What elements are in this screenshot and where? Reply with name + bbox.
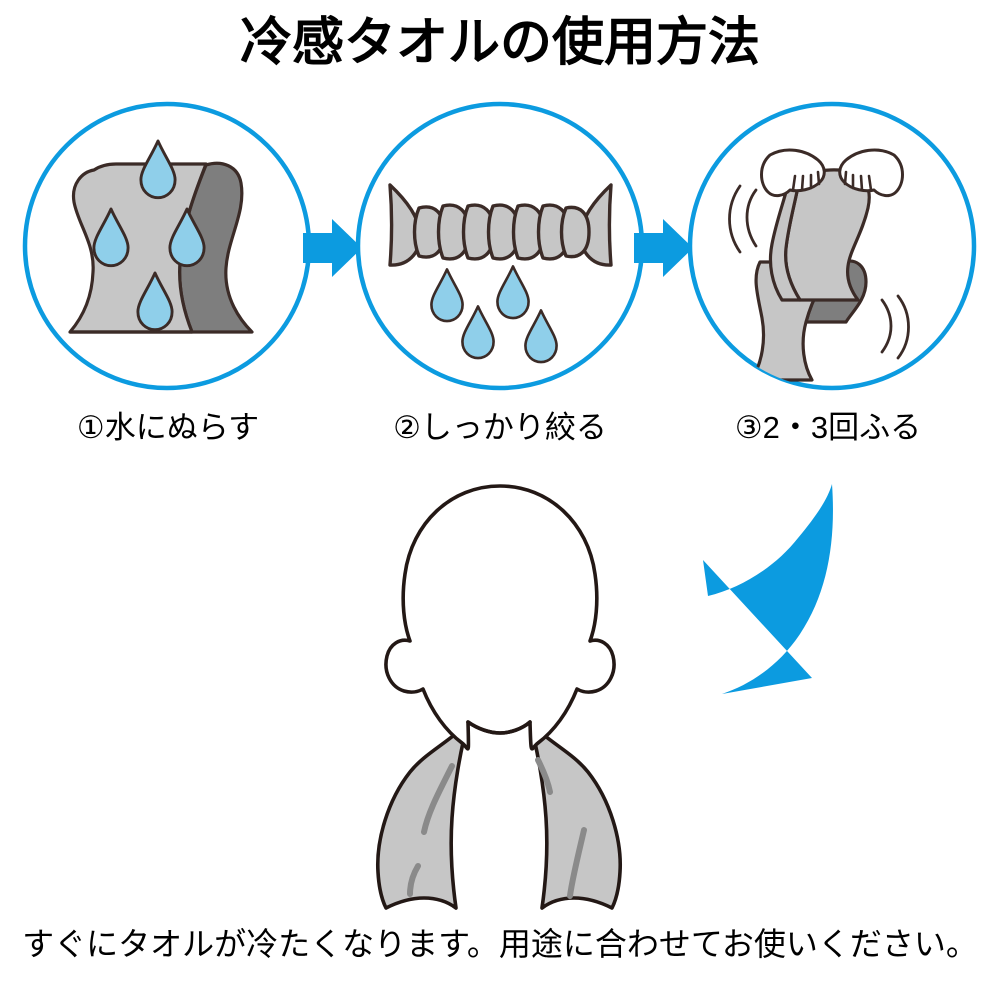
step-1-towel-sheet bbox=[68, 161, 254, 334]
step-3-towel-upper bbox=[768, 168, 871, 302]
step-arrow-1-icon bbox=[303, 219, 362, 277]
person-chin-line bbox=[466, 720, 532, 735]
page-title: 冷感タオルの使用方法 bbox=[239, 14, 760, 72]
step-2-droplets bbox=[430, 265, 558, 364]
result-caption: すぐにタオルが冷たくなります。用途に合わせてお使いください。 bbox=[22, 926, 978, 962]
step-1-label: ①水にぬらす bbox=[76, 410, 260, 445]
step-1-droplets bbox=[92, 139, 206, 332]
person-illustration bbox=[375, 484, 623, 910]
step-3-circle bbox=[687, 101, 977, 391]
step-2-wrung-towel bbox=[388, 183, 613, 267]
step-2-illustration bbox=[355, 101, 645, 391]
step-3-left-hand bbox=[760, 148, 826, 198]
towel-right-panel bbox=[528, 720, 623, 910]
step-3-right-hand bbox=[838, 148, 904, 198]
step-3-label: ③2・3回ふる bbox=[734, 410, 922, 445]
step-1-circle bbox=[22, 101, 312, 391]
step-3-motion-lines-right bbox=[880, 294, 910, 360]
person-head bbox=[384, 484, 616, 751]
step-arrow-2-icon bbox=[634, 219, 693, 277]
towel-left-panel bbox=[375, 720, 470, 910]
step-3-motion-lines-left bbox=[728, 184, 758, 254]
step-3-illustration bbox=[687, 101, 977, 391]
step-2-circle bbox=[355, 101, 645, 391]
step-1-illustration bbox=[22, 101, 312, 391]
step-3-towel-lower bbox=[750, 259, 868, 382]
result-arrow-icon bbox=[703, 484, 833, 694]
step-2-label: ②しっかり絞る bbox=[393, 410, 607, 445]
towel-shading bbox=[407, 757, 587, 899]
